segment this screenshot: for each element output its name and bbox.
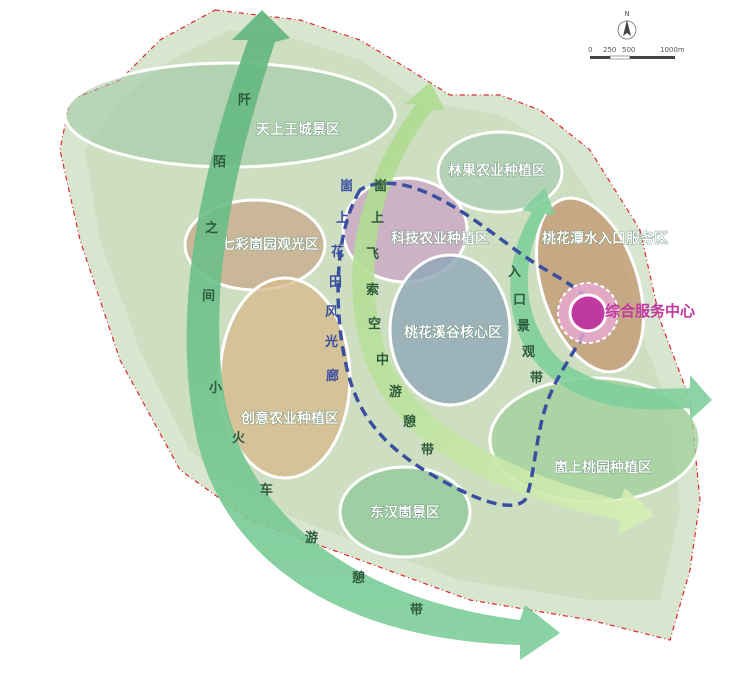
site-boundary [59, 9, 701, 641]
map-label: 带 [421, 442, 434, 458]
map-label: 憩 [403, 414, 416, 430]
map-label: 带 [410, 602, 423, 618]
map-label: 花 [331, 244, 344, 260]
map-label: 崮 [374, 178, 387, 194]
map-label: 上 [371, 211, 384, 226]
map-label: 崮 [340, 178, 353, 194]
zone-label: 崮上桃园种植区 [554, 459, 652, 476]
zone-label: 桃花潭水入口服务区 [542, 230, 668, 247]
map-label: 带 [530, 370, 543, 386]
map-label: 小 [209, 381, 222, 396]
map-label: 廊 [326, 368, 339, 384]
map-label: 阡 [238, 93, 251, 108]
zone-donghan: 东汉崮景区 [338, 465, 472, 559]
map-label: 中 [376, 352, 389, 368]
map-label: 游 [389, 384, 402, 400]
band-label-qianmo: 阡 陌 之 间 小 火 车 游 憩 带 [202, 93, 423, 618]
band-arrow-rukou [510, 188, 712, 420]
map-label: 上 [336, 211, 349, 226]
zone-label: 七彩崮园观光区 [221, 236, 319, 253]
map-label: 间 [202, 288, 215, 304]
zone-label: 天上王城景区 [256, 121, 340, 138]
zone-label: 科技农业种植区 [391, 230, 489, 247]
zone-taohua-xigu: 桃花溪谷核心区 [388, 253, 512, 407]
scale-bar: 0 250 500 1000m [588, 46, 685, 60]
band-arrow-feisuo [352, 82, 655, 535]
service-hub[interactable]: 综合服务中心 [557, 282, 695, 344]
map-label: 火 [232, 431, 246, 446]
map-label: N [624, 10, 629, 18]
band-label-rukou: 入 口 景 观 带 [508, 265, 543, 386]
map-label: 入 [508, 265, 521, 280]
map-label: 田 [329, 275, 342, 290]
map-label: 空 [368, 316, 381, 332]
map-label: 车 [260, 482, 273, 498]
north-arrow-icon: N [617, 10, 637, 40]
map-label: 飞 [366, 247, 379, 262]
map-label: 250 [603, 46, 616, 54]
zone-chuangyi-nongye: 创意农业种植区 [218, 276, 352, 480]
zone-label: 创意农业种植区 [240, 410, 339, 427]
map-label: 景 [517, 319, 530, 334]
map-label: 500 [622, 46, 635, 54]
map-label: 憩 [352, 570, 365, 586]
zone-label: 林果农业种植区 [448, 162, 546, 179]
map-label: 之 [205, 220, 218, 236]
zone-linguo: 林果农业种植区 [436, 130, 564, 214]
band-label-huatian: 崮 上 花 田 风 光 廊 [324, 178, 353, 384]
zone-label: 桃花溪谷核心区 [404, 324, 502, 341]
hub-label: 综合服务中心 [605, 302, 695, 320]
band-label-feisuo: 崮 上 飞 索 空 中 游 憩 带 [366, 178, 434, 458]
map-label: 1000m [660, 46, 685, 54]
map-label: 索 [366, 282, 379, 298]
map-label: 陌 [213, 155, 226, 170]
map-label: 0 [588, 46, 592, 54]
map-label: 观 [522, 345, 535, 360]
map-label: 光 [324, 334, 338, 350]
zone-label: 东汉崮景区 [370, 504, 440, 521]
route-huatian-corridor [336, 181, 594, 507]
map-label: 口 [513, 293, 526, 308]
map-label: 游 [305, 530, 318, 546]
map-label: 风 [325, 305, 338, 320]
